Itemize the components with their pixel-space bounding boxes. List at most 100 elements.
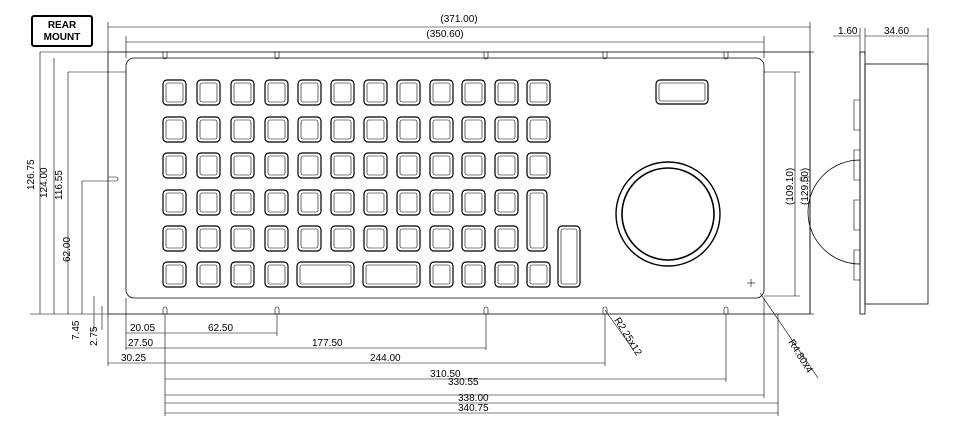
key (196, 261, 221, 288)
corner-leader-line (759, 292, 819, 379)
key-inner (399, 192, 418, 213)
key (196, 152, 221, 179)
key (264, 261, 289, 288)
key (362, 261, 421, 288)
key (429, 116, 454, 143)
key (429, 79, 454, 106)
side-keycaps (853, 99, 860, 281)
key-inner (300, 119, 319, 140)
rear-mount-label: REAR MOUNT (31, 15, 93, 47)
key (162, 189, 187, 216)
key-inner (464, 82, 483, 103)
key-inner (199, 264, 218, 285)
key-inner (267, 155, 286, 176)
key-inner (333, 228, 352, 249)
key (230, 79, 255, 106)
dim-side-depth: 34.60 (884, 26, 909, 37)
key (297, 79, 322, 106)
dim-right-2: (129.50) (800, 168, 811, 205)
key-inner (497, 155, 516, 176)
key-inner (464, 155, 483, 176)
key (296, 261, 355, 288)
key (461, 116, 486, 143)
mount-slot (483, 52, 489, 60)
side-body (864, 63, 929, 305)
key-inner (199, 119, 218, 140)
key-inner (366, 155, 385, 176)
key (494, 152, 519, 179)
key-inner (464, 228, 483, 249)
key (330, 189, 355, 216)
key-inner (464, 192, 483, 213)
key (297, 152, 322, 179)
key-inner (432, 82, 451, 103)
plus-mark-icon (747, 279, 755, 287)
key-inner (300, 82, 319, 103)
key (494, 225, 519, 252)
key-inner (267, 119, 286, 140)
key (494, 189, 519, 216)
dim-bottom-f: 244.00 (370, 353, 401, 364)
panel-inner-outline (125, 57, 765, 299)
key-inner (529, 264, 548, 285)
left-dimensions (30, 51, 126, 330)
key-inner (233, 119, 252, 140)
key-inner (267, 192, 286, 213)
key-inner (165, 192, 184, 213)
key-inner (233, 82, 252, 103)
dim-height-1: 126.75 (26, 159, 37, 190)
key-inner (497, 119, 516, 140)
key-inner (529, 119, 548, 140)
key-inner (165, 82, 184, 103)
key-inner (233, 228, 252, 249)
key (494, 116, 519, 143)
mount-slot (162, 52, 168, 60)
key (230, 189, 255, 216)
key (230, 225, 255, 252)
key-inner (299, 264, 352, 285)
mount-slot (602, 52, 608, 60)
key (264, 225, 289, 252)
key-inner (432, 192, 451, 213)
key-inner (300, 155, 319, 176)
dim-bottom-h: 330.55 (448, 377, 479, 388)
bottom-dimensions (107, 298, 779, 416)
key (494, 79, 519, 106)
key (363, 225, 388, 252)
key (461, 189, 486, 216)
side-plate (859, 51, 866, 315)
key (363, 116, 388, 143)
key (230, 261, 255, 288)
key-inner (529, 155, 548, 176)
key-inner (199, 228, 218, 249)
key (297, 189, 322, 216)
key (655, 79, 709, 105)
dim-bottom-e: 30.25 (121, 353, 146, 364)
key (330, 79, 355, 106)
key (264, 79, 289, 106)
dim-height-6: 2.75 (89, 326, 100, 346)
dim-bottom-j: 340.75 (458, 403, 489, 414)
key-inner (165, 228, 184, 249)
key-inner (399, 82, 418, 103)
key (230, 116, 255, 143)
key (330, 225, 355, 252)
key-inner (529, 82, 548, 103)
key-inner (432, 155, 451, 176)
key-inner (399, 155, 418, 176)
key-inner (497, 82, 516, 103)
keyboard-keys (162, 79, 709, 288)
key-inner (267, 82, 286, 103)
note-corner-radius: R4.80x4 (785, 338, 814, 376)
mount-slot (162, 306, 168, 314)
key-inner (199, 192, 218, 213)
dim-right-1: (109.10) (785, 168, 796, 205)
key (461, 225, 486, 252)
key-inner (365, 264, 418, 285)
key (526, 152, 551, 179)
key-inner (464, 264, 483, 285)
dim-height-3: 116.55 (54, 170, 65, 200)
key (162, 261, 187, 288)
key-inner (658, 82, 706, 102)
